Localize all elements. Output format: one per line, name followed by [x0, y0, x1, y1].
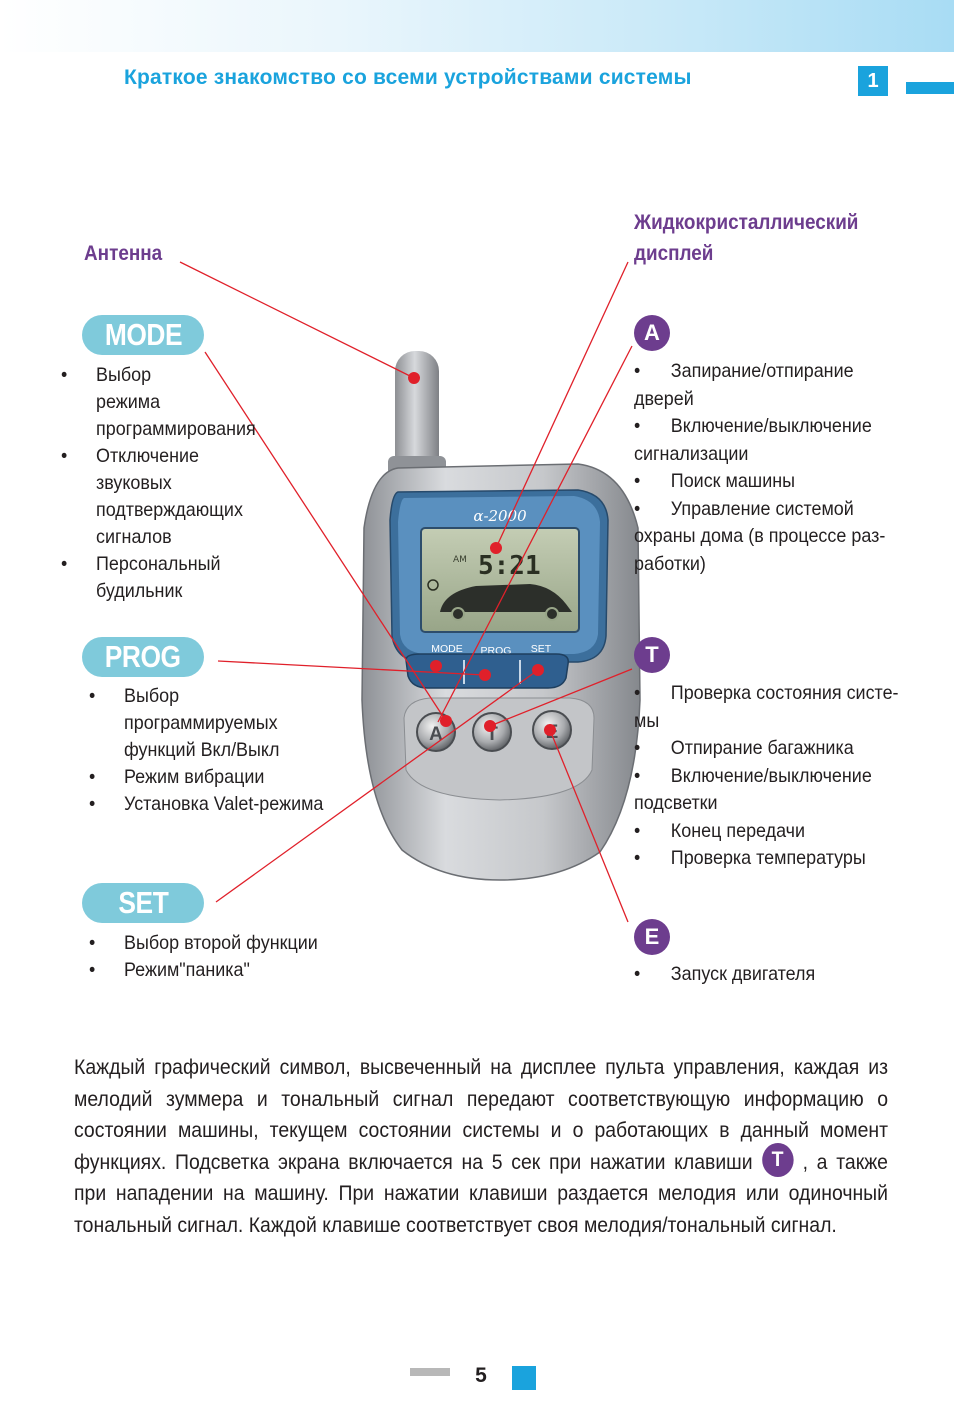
lcd-label-line1: Жидкокристаллический	[634, 211, 859, 234]
list-item: охраны дома (в процессе раз-	[634, 525, 886, 547]
lcd-am: AM	[453, 555, 467, 565]
set-pill: SET	[82, 883, 204, 923]
list-item: •Режим вибрации	[89, 766, 265, 788]
list-item: функций Вкл/Выкл	[124, 739, 280, 761]
prog-list: •Выбор программируемых функций Вкл/Выкл …	[89, 683, 324, 818]
list-item: •Проверка состояния систе-	[634, 682, 899, 704]
list-item: работки)	[634, 552, 706, 575]
mode-list: •Выбор режима программирования •Отключен…	[61, 362, 256, 605]
t-key-inline-badge: T	[761, 1142, 794, 1177]
list-item: •Выбор	[89, 685, 180, 707]
list-item: программируемых	[124, 712, 278, 734]
list-item: •Режим"паника"	[89, 959, 250, 981]
a-circle: A	[634, 315, 670, 351]
lcd-digits: 5:21	[478, 551, 541, 581]
brand-text: α-2000	[473, 507, 527, 525]
t-circle: T	[634, 637, 670, 673]
list-item: •Проверка температуры	[634, 847, 866, 869]
body-paragraph: Каждый графический символ, высвеченный н…	[74, 1056, 888, 1237]
list-item: подтверждающих	[96, 499, 243, 521]
list-item: •Выбор второй функции	[89, 932, 318, 954]
header-accent-bar	[906, 82, 954, 94]
header-gradient-band	[0, 0, 954, 52]
header-white-tab	[0, 52, 920, 102]
antenna-label: Антенна	[84, 242, 163, 265]
list-item: •Запирание/отпирание	[634, 360, 854, 382]
lcd-label-line2: дисплей	[634, 242, 714, 265]
list-item: •Запуск двигателя	[634, 963, 816, 985]
list-item: режима	[96, 391, 161, 413]
list-item: •Отпирание багажника	[634, 737, 854, 759]
lcd-set-label: SET	[531, 643, 552, 655]
list-item: •Поиск машины	[634, 470, 796, 492]
list-item: подсветки	[634, 792, 718, 814]
list-item: мы	[634, 709, 660, 732]
mode-pill: MODE	[82, 315, 204, 355]
set-list: •Выбор второй функции •Режим"паника"	[89, 930, 318, 984]
key-a-glyph: A	[429, 724, 443, 745]
list-item: •Управление системой	[634, 497, 854, 520]
list-item: сигнализации	[634, 442, 749, 465]
footer-gray-bar	[410, 1368, 450, 1376]
lcd-mode-label: MODE	[431, 643, 463, 655]
e-circle: E	[634, 919, 670, 955]
remote-body: α-2000 AM 5:21 MODE PROG SET A T E	[361, 463, 641, 881]
list-item: будильник	[96, 580, 183, 602]
t-list: •Проверка состояния систе- мы •Отпирание…	[634, 680, 901, 873]
leader-dots	[408, 372, 556, 736]
list-item: звуковых	[96, 472, 172, 494]
chapter-number: 1	[858, 66, 888, 96]
list-item: •Отключение	[61, 445, 199, 467]
a-list: •Запирание/отпирание дверей •Включение/в…	[634, 358, 901, 578]
list-item: •Установка Valet-режима	[89, 793, 324, 815]
list-item: •Конец передачи	[634, 819, 806, 842]
list-item: дверей	[634, 387, 694, 410]
list-item: сигналов	[96, 526, 172, 548]
e-list: •Запуск двигателя	[634, 961, 901, 989]
list-item: программирования	[96, 418, 256, 440]
list-item: •Выбор	[61, 364, 152, 386]
page-title: Краткое знакомство со всеми устройствами…	[124, 66, 692, 89]
list-item: •Включение/выключение	[634, 764, 872, 787]
leader-lines	[179, 261, 633, 923]
list-item: •Включение/выключение	[634, 415, 872, 437]
page-number: 5	[475, 1364, 487, 1387]
prog-pill: PROG	[82, 637, 204, 677]
list-item: •Персональный	[61, 553, 221, 575]
footer-blue-square	[512, 1366, 536, 1390]
